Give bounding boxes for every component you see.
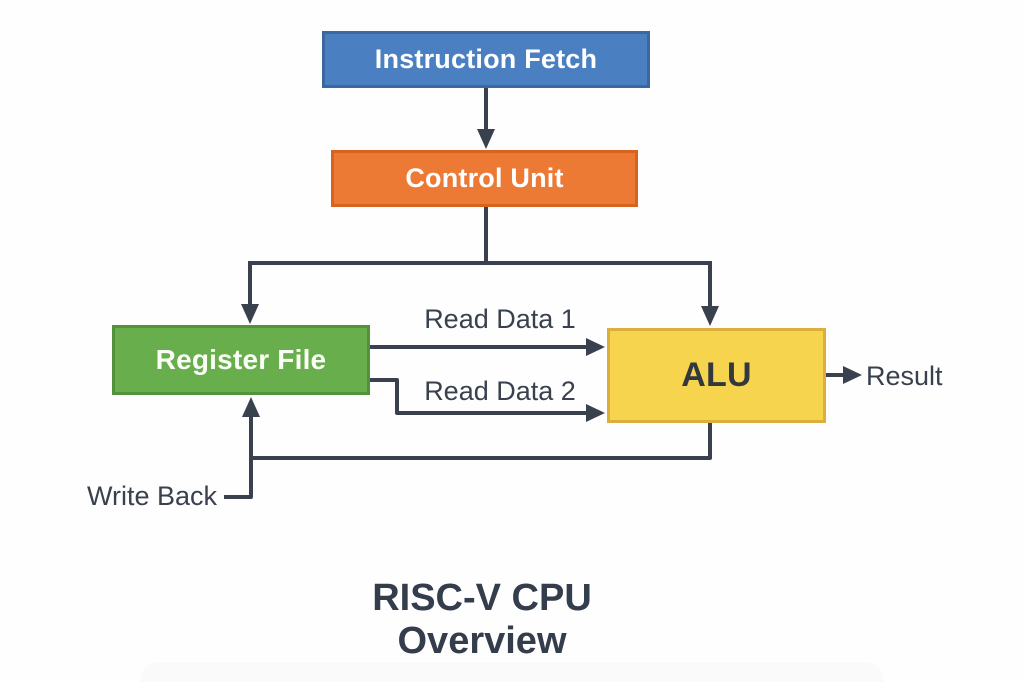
edge-label-read-data-2: Read Data 2 xyxy=(424,376,576,406)
node-control-unit: Control Unit xyxy=(331,150,638,207)
edge-label-read-data-1: Read Data 1 xyxy=(424,304,576,334)
edge-label-result: Result xyxy=(866,361,943,391)
arrowhead-read-data-1 xyxy=(586,338,605,356)
arrowhead-write-back xyxy=(242,397,260,417)
node-register-file-label: Register File xyxy=(155,344,327,375)
footer-strip xyxy=(140,662,884,682)
arrowhead-result xyxy=(843,366,862,384)
node-register-file: Register File xyxy=(112,325,370,395)
node-instruction-fetch-label: Instruction Fetch xyxy=(374,44,598,74)
edge-label-write-back: Write Back xyxy=(87,481,218,511)
node-control-unit-label: Control Unit xyxy=(405,163,564,193)
arrowhead-branch-register-file xyxy=(241,304,259,324)
arrowhead-fetch-to-control xyxy=(477,129,495,149)
node-instruction-fetch: Instruction Fetch xyxy=(322,31,650,88)
node-alu: ALU xyxy=(607,328,826,423)
arrowhead-branch-alu xyxy=(701,306,719,326)
edge-control-branch xyxy=(248,206,712,308)
edge-write-back xyxy=(224,415,712,499)
arrowhead-read-data-2 xyxy=(586,404,605,422)
node-alu-label: ALU xyxy=(681,356,752,394)
